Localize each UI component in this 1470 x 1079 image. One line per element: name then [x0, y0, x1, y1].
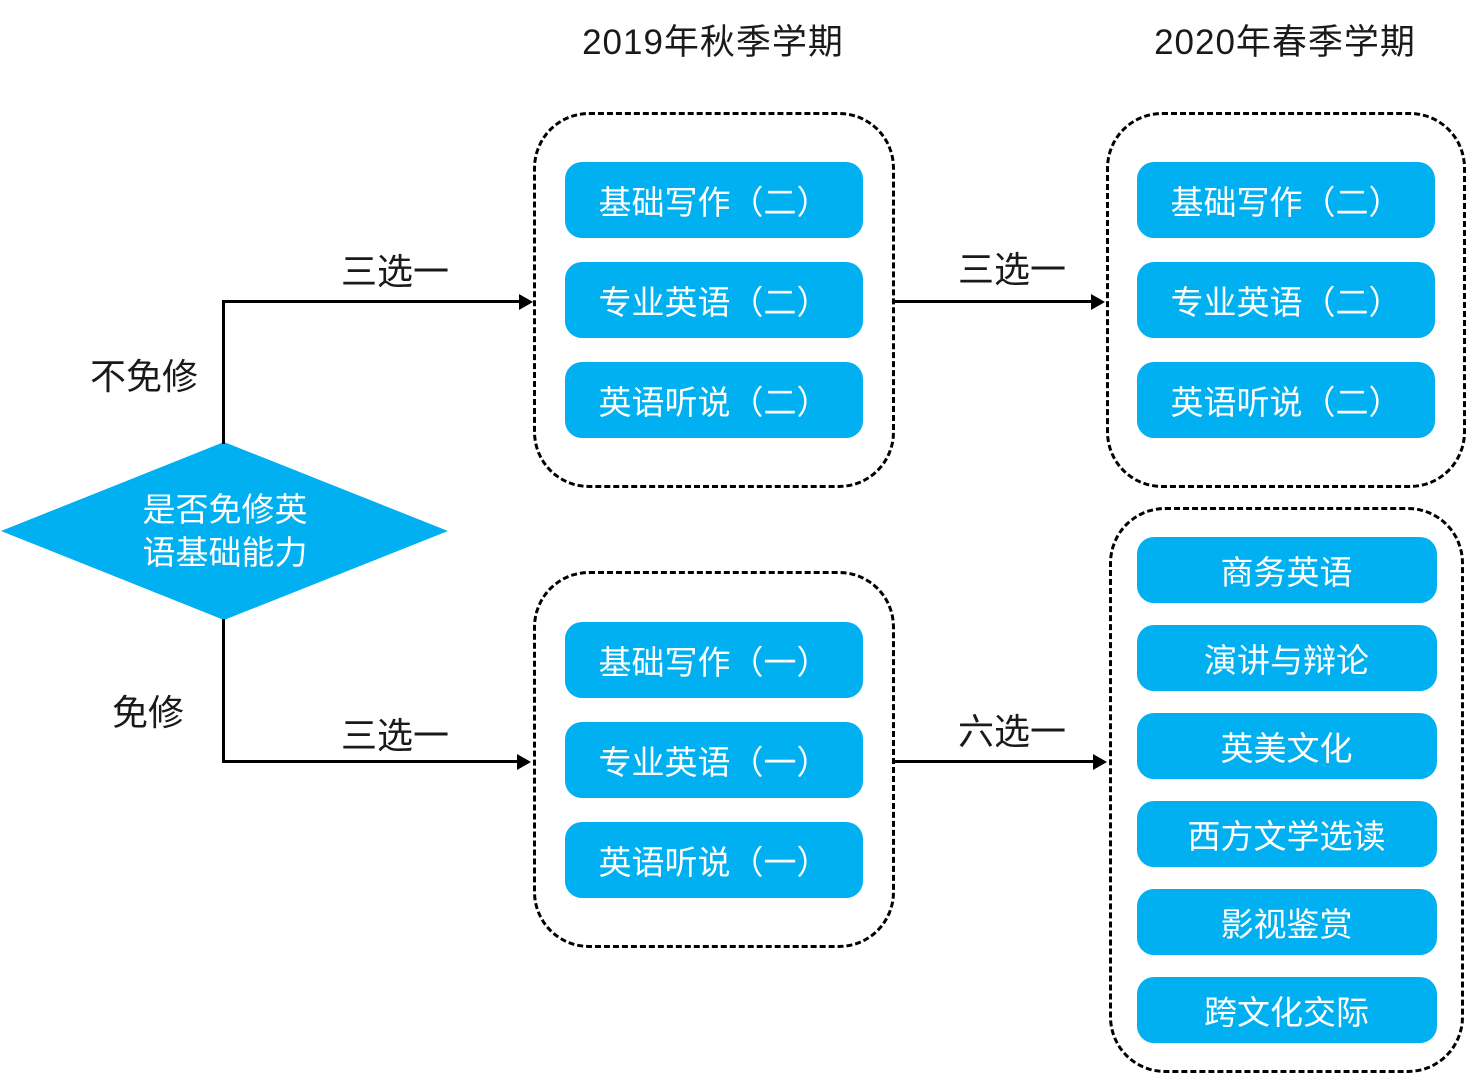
connector-fall-to-spring-top [895, 300, 1091, 303]
connector-bottom-horizontal [222, 760, 518, 763]
course-box: 英语听说（一） [565, 821, 863, 898]
course-group-spring-elective: 商务英语 演讲与辩论 英美文化 西方文学选读 影视鉴赏 跨文化交际 [1109, 507, 1464, 1073]
decision-text-line2: 语基础能力 [142, 534, 308, 571]
arrowhead-icon [517, 754, 531, 770]
semester-header-fall-2019: 2019年秋季学期 [582, 23, 844, 62]
connector-bottom-vertical [222, 619, 225, 762]
course-box: 跨文化交际 [1136, 977, 1437, 1043]
connector-top-horizontal [222, 300, 520, 303]
course-box: 基础写作（一） [565, 621, 863, 698]
diamond-shape [1, 442, 448, 620]
arrow-label-choose3-spring: 三选一 [957, 249, 1066, 290]
arrowhead-icon [1093, 754, 1107, 770]
course-box: 专业英语（二） [565, 262, 863, 338]
branch-label-exempt: 免修 [111, 692, 184, 733]
arrow-label-choose3-exempt: 三选一 [340, 715, 449, 756]
arrow-label-choose6-elective: 六选一 [957, 711, 1066, 752]
course-box: 英美文化 [1136, 713, 1437, 779]
course-group-fall-regular: 基础写作（二） 专业英语（二） 英语听说（二） [533, 112, 895, 488]
course-group-fall-exempt: 基础写作（一） 专业英语（一） 英语听说（一） [533, 571, 895, 948]
course-box: 演讲与辩论 [1136, 625, 1437, 691]
course-box: 专业英语（一） [565, 721, 863, 798]
decision-diamond: 是否免修英 语基础能力 [0, 441, 450, 621]
course-box: 商务英语 [1136, 537, 1437, 603]
decision-diamond-label: 是否免修英 语基础能力 [0, 441, 450, 621]
course-box: 影视鉴赏 [1136, 889, 1437, 955]
course-box: 基础写作（二） [565, 162, 863, 238]
arrow-label-choose3-fall: 三选一 [340, 251, 449, 292]
connector-fall-to-spring-bottom [895, 760, 1093, 763]
course-box: 英语听说（二） [1137, 362, 1435, 438]
arrowhead-icon [1091, 294, 1105, 310]
course-box: 英语听说（二） [565, 362, 863, 438]
course-group-spring-regular: 基础写作（二） 专业英语（二） 英语听说（二） [1106, 112, 1466, 488]
course-box: 基础写作（二） [1137, 162, 1435, 238]
decision-text-line1: 是否免修英 [142, 491, 308, 528]
course-box: 西方文学选读 [1136, 801, 1437, 867]
branch-label-not-exempt: 不免修 [89, 356, 198, 397]
course-box: 专业英语（二） [1137, 262, 1435, 338]
arrowhead-icon [519, 294, 533, 310]
connector-top-vertical [222, 300, 225, 444]
semester-header-spring-2020: 2020年春季学期 [1154, 23, 1416, 62]
